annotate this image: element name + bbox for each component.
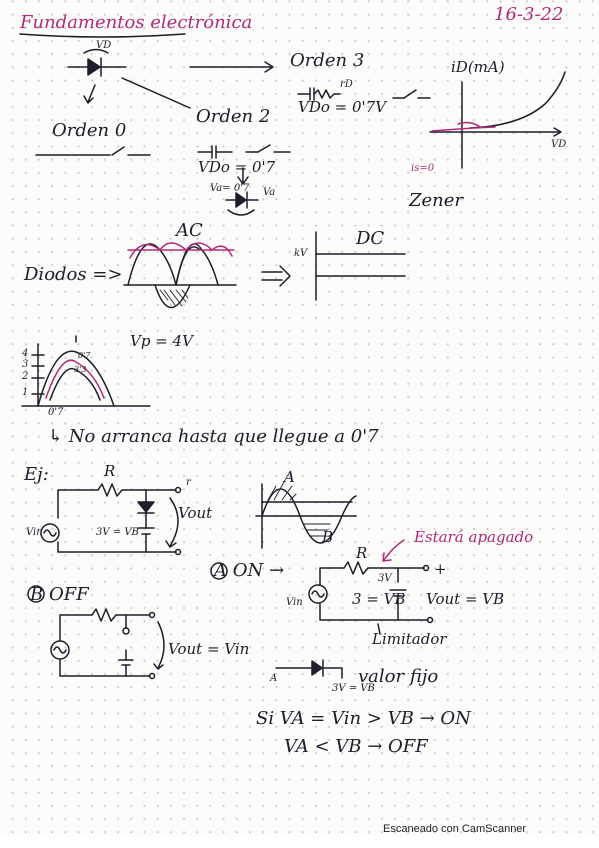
label-zener: Zener	[409, 190, 464, 211]
label-si-on: Si VA = Vin > VB → ON	[256, 708, 471, 729]
circuit-b-off	[50, 608, 165, 680]
dc-graph	[315, 231, 406, 301]
label-r2: R	[356, 544, 368, 562]
label-rd: rD	[340, 79, 353, 90]
label-vdo3: VDo = 0'7V	[298, 98, 387, 116]
label-estara-apagado: Estará apagado	[414, 528, 534, 546]
label-a-on: A ON →	[214, 560, 285, 581]
label-vin2: Vin	[286, 597, 303, 608]
label-three-vb1: 3V = VB	[96, 527, 139, 538]
label-ac: AC	[176, 220, 203, 241]
sine-ab-graph	[255, 481, 357, 549]
label-orden2: Orden 2	[196, 106, 271, 127]
label-vout-vin: Vout = Vin	[168, 640, 250, 658]
orden2-model	[197, 144, 291, 185]
label-vd-top: VD	[96, 40, 112, 51]
label-r-node: r	[186, 477, 191, 488]
label-dc: DC	[356, 228, 385, 249]
label-va07: Va= 0'7	[210, 183, 250, 194]
circle-a	[210, 562, 228, 580]
footer-bar	[0, 836, 599, 848]
camscanner-footer: Escaneado con CamScanner	[383, 823, 527, 835]
title-underline	[19, 33, 186, 38]
ac-waveform	[123, 242, 237, 308]
orden3-model	[297, 87, 431, 101]
label-plus: +	[434, 560, 447, 578]
label-wave-b: B	[322, 528, 334, 546]
label-orden3: Orden 3	[290, 50, 365, 71]
tick-1: 1	[22, 387, 29, 398]
label-wave-07: 0'7	[78, 351, 91, 360]
label-limitador: Limitador	[372, 630, 447, 648]
page-title: Fundamentos electrónica	[20, 12, 253, 33]
orden0-model	[35, 146, 151, 156]
label-three-v: 3V	[378, 573, 392, 584]
label-no-arranca: ↳ No arranca hasta que llegue a 0'7	[48, 426, 379, 447]
label-three-vb3: 3V = VB	[332, 683, 375, 694]
label-vout1: Vout	[178, 504, 213, 522]
circle-b	[27, 585, 45, 603]
label-orden0: Orden 0	[52, 120, 127, 141]
label-vdo2: VDo = 0'7	[198, 158, 276, 176]
label-valor-fijo: valor fijo	[358, 666, 439, 687]
label-off-line: VA < VB → OFF	[284, 736, 428, 757]
label-vin1: Vin	[26, 527, 43, 538]
label-r1: R	[104, 462, 116, 480]
diode-valor-fijo	[275, 659, 343, 679]
circuit-ej	[40, 483, 182, 556]
label-ej: Ej:	[24, 464, 49, 485]
label-diodos: Diodos =>	[24, 264, 123, 285]
label-b-off: B OFF	[30, 584, 89, 605]
tick-2: 2	[22, 371, 29, 382]
diode-va	[225, 191, 259, 216]
label-is: is=0	[411, 163, 435, 174]
label-id-axis: iD(mA)	[451, 58, 505, 76]
label-kv: kV	[294, 248, 308, 259]
date: 16-3-22	[494, 4, 564, 25]
arrow-to-orden0	[87, 84, 96, 103]
label-vd-axis: VD	[551, 139, 567, 150]
tick-4: 4	[22, 348, 29, 359]
label-vout-vb: Vout = VB	[426, 590, 505, 608]
label-vp: Vp = 4V	[130, 332, 193, 350]
label-wave-33: 3'3	[74, 365, 87, 374]
label-a-small: A	[270, 673, 278, 684]
label-wave-a: A	[284, 468, 295, 486]
label-three-vb2: 3 = VB	[352, 590, 406, 608]
diode-symbol-top	[67, 48, 127, 77]
tick-07: 0'7	[48, 407, 64, 418]
circuit-a-on	[308, 539, 434, 635]
label-va-right: Va	[263, 187, 276, 198]
arrow-to-orden2	[121, 77, 191, 109]
vp-graph	[21, 335, 151, 407]
tick-3: 3	[22, 359, 29, 370]
iv-characteristic-graph	[429, 71, 566, 169]
